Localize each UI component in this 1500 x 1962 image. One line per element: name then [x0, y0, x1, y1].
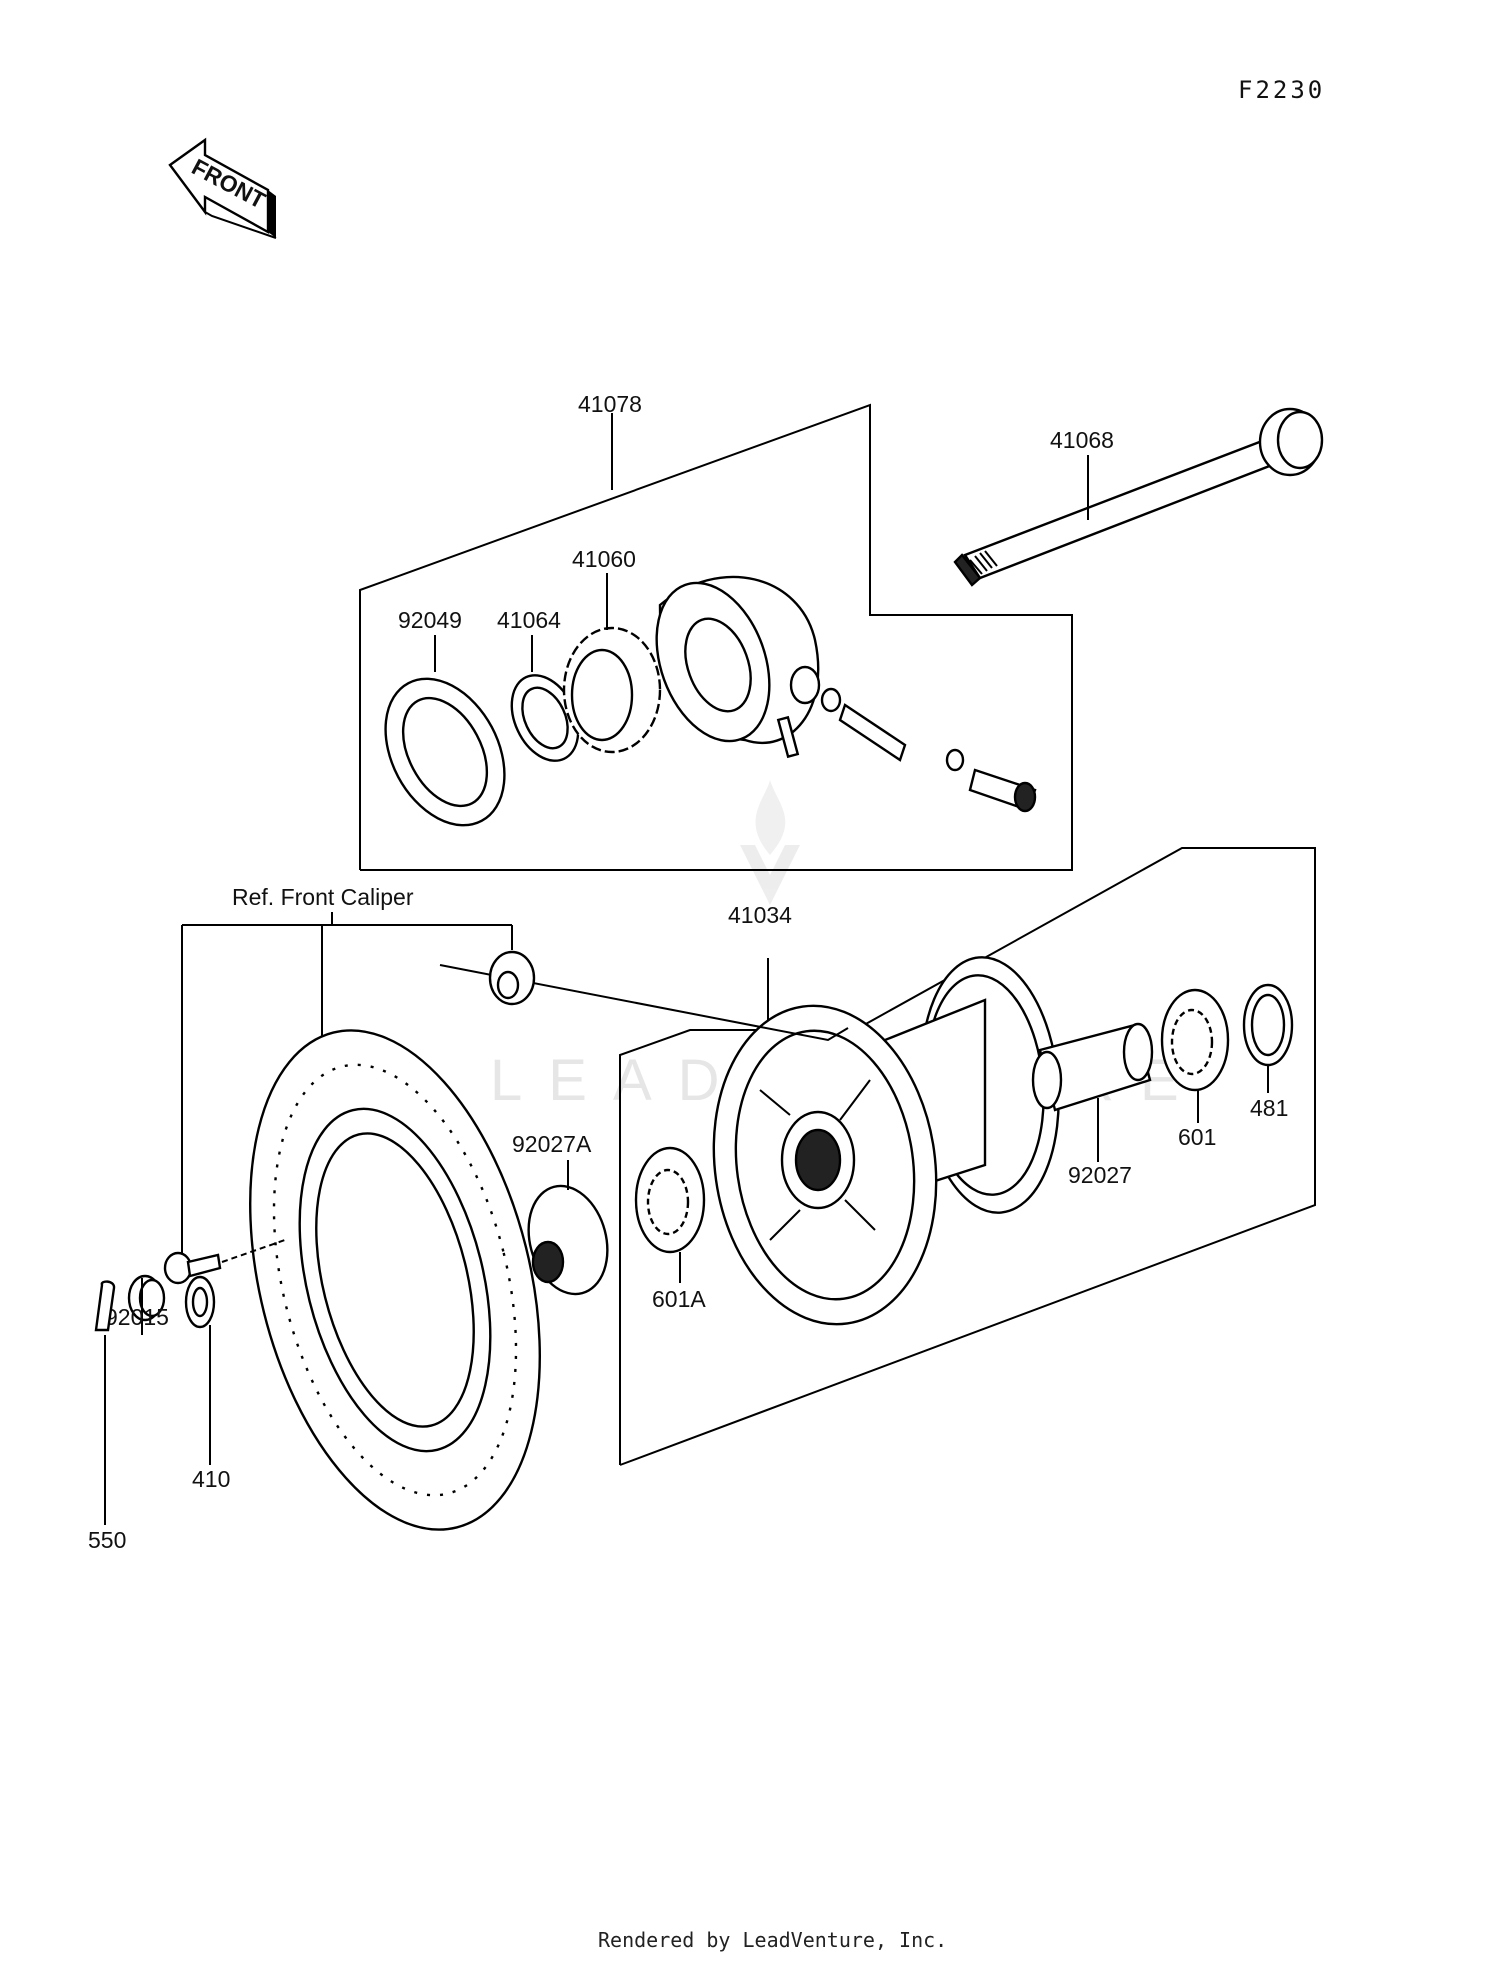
- bearing-601: [1160, 988, 1230, 1123]
- footer-credit: Rendered by LeadVenture, Inc.: [598, 1928, 947, 1952]
- label-41068: 41068: [1050, 427, 1114, 453]
- label-92027: 92027: [1068, 1162, 1132, 1188]
- label-41060: 41060: [572, 546, 636, 572]
- label-550: 550: [88, 1527, 126, 1553]
- ref-front-caliper-lines: [181, 912, 849, 1258]
- washer-410: [184, 1275, 216, 1465]
- diagram-code: F2230: [1238, 76, 1325, 104]
- label-601: 601: [1178, 1124, 1216, 1150]
- plate-41064: [510, 635, 580, 762]
- circlip-481: [1242, 983, 1294, 1093]
- label-92015: 92015: [105, 1304, 169, 1330]
- label-92027A: 92027A: [512, 1131, 592, 1157]
- label-41034: 41034: [728, 902, 792, 928]
- brake-disc: [249, 1029, 541, 1531]
- bearing-601A: [634, 1146, 706, 1283]
- front-arrow-icon: FRONT: [168, 137, 277, 239]
- gear-41060: [562, 573, 662, 754]
- label-41078: 41078: [578, 391, 642, 417]
- label-41064: 41064: [497, 607, 561, 633]
- group-41078-outline: [359, 403, 1073, 871]
- label-481: 481: [1250, 1095, 1288, 1121]
- caliper-nut: [488, 950, 536, 1006]
- seal-92049: [384, 635, 506, 827]
- disc-bolt: [163, 1239, 286, 1285]
- collar-92027A: [527, 1160, 609, 1296]
- axle-41068: [953, 407, 1324, 587]
- cotter-pin-550: [94, 1280, 116, 1525]
- nut-92015: [127, 1274, 166, 1335]
- label-601A: 601A: [652, 1286, 706, 1312]
- speedometer-housing: [655, 575, 1037, 813]
- hub-41034: [712, 956, 1060, 1326]
- reference-note: Ref. Front Caliper: [232, 884, 414, 910]
- collar-92027: [1031, 1022, 1154, 1162]
- label-92049: 92049: [398, 607, 462, 633]
- label-410: 410: [192, 1466, 230, 1492]
